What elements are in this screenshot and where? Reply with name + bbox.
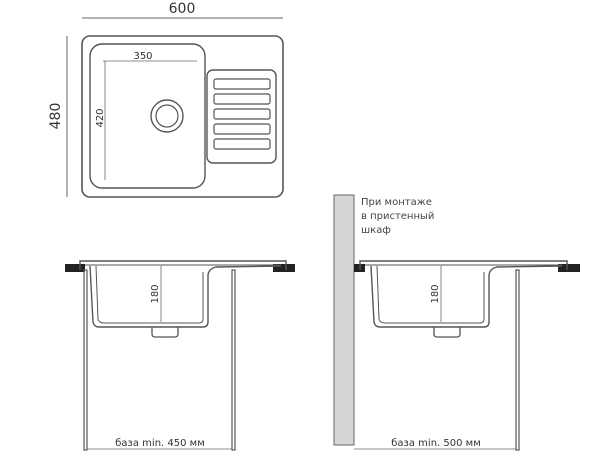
sink-rim <box>79 260 287 270</box>
mounting-note-line-1: При монтаже <box>361 197 432 208</box>
wall-cabinet-right-wall <box>515 269 520 451</box>
mounting-note-line-3: шкаф <box>361 225 391 236</box>
bowl-inner-profile <box>95 265 204 324</box>
bowl-profile <box>89 265 282 328</box>
bowl-width-label: 350 <box>133 51 152 62</box>
countertop-right <box>273 264 295 272</box>
wall <box>333 194 355 446</box>
wall-base-label: база min. 500 мм <box>391 438 481 449</box>
wall-drain-siphon <box>433 327 461 338</box>
drainer-rib-5 <box>213 138 271 150</box>
depth-label: 180 <box>150 284 161 303</box>
wall-bowl-inner-profile <box>376 265 485 324</box>
height-label: 480 <box>48 103 64 130</box>
countertop-left <box>65 264 85 272</box>
bowl-depth-label: 420 <box>95 108 106 127</box>
wall-bowl-profile <box>370 265 563 328</box>
mounting-note-line-2: в пристенный <box>361 211 434 222</box>
side-view-wall: При монтаже в пристенный шкаф 180 база m… <box>333 194 580 451</box>
sink-outline <box>81 35 284 198</box>
cabinet-right-wall <box>231 269 236 451</box>
drainer-rib-4 <box>213 123 271 135</box>
drainer-rib-2 <box>213 93 271 105</box>
drain-siphon <box>151 327 179 338</box>
drainer-rib-3 <box>213 108 271 120</box>
wall-depth-label: 180 <box>430 284 441 303</box>
side-view-base: 180 база min. 450 мм <box>65 260 295 451</box>
drainer-outline <box>206 69 277 164</box>
top-view: 600 480 350 420 <box>48 1 284 198</box>
wall-countertop-right <box>558 264 580 272</box>
wall-sink-rim <box>359 260 568 270</box>
cabinet-left-wall <box>83 269 88 451</box>
base-label: база min. 450 мм <box>115 438 205 449</box>
bowl-outline <box>89 43 206 189</box>
width-label: 600 <box>169 1 196 17</box>
drain-inner <box>155 104 179 128</box>
drain-outer <box>150 99 184 133</box>
drainer-rib-1 <box>213 78 271 90</box>
